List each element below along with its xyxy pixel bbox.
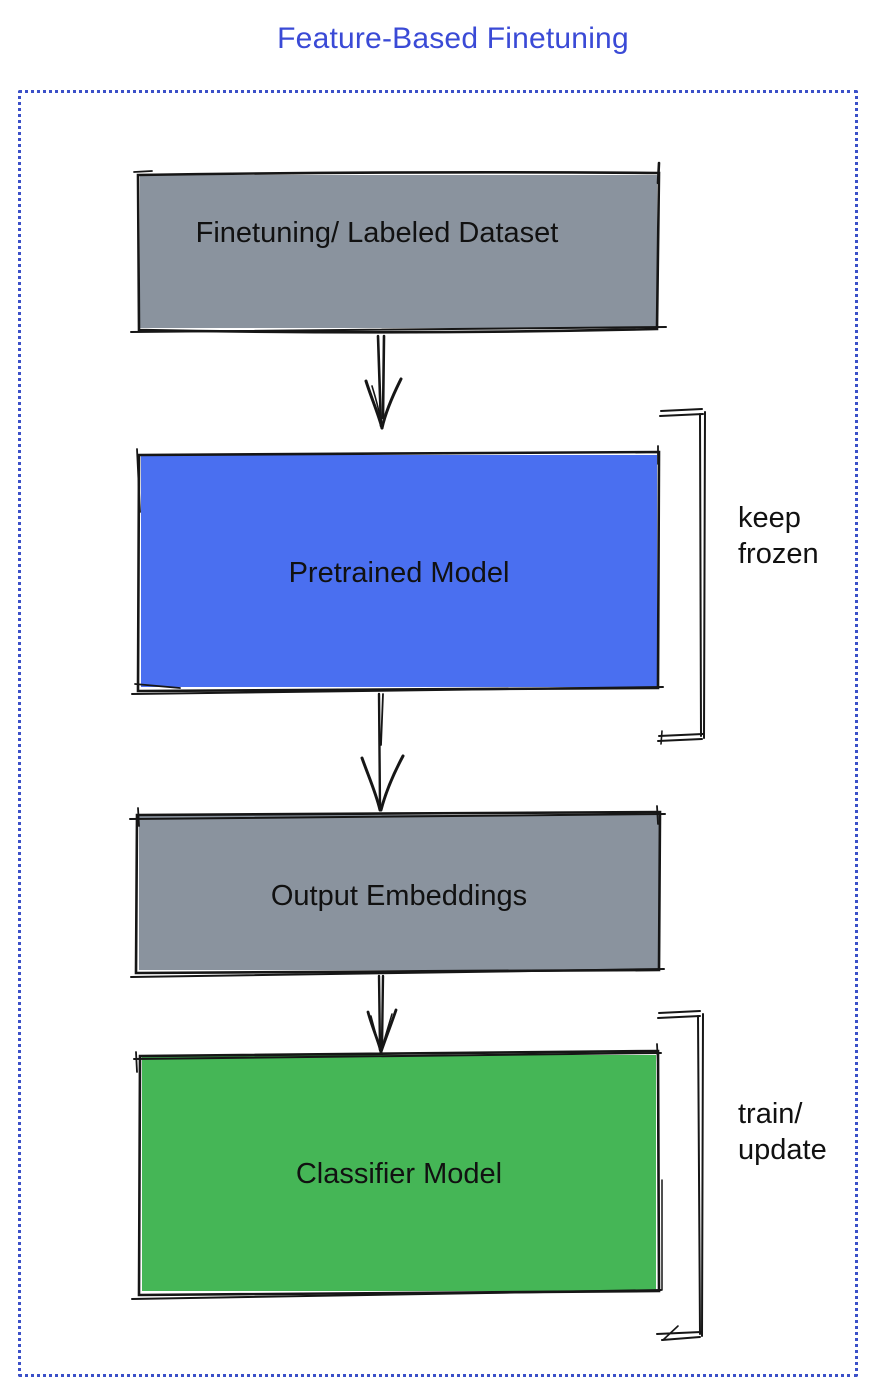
bracket-cap: [657, 738, 703, 742]
bracket-keep-frozen: [657, 408, 706, 745]
arrow-embeddings-to-classifier: [366, 974, 398, 1054]
sketch-accent: [133, 170, 153, 173]
annotation-keep-frozen: keep frozen: [738, 500, 819, 572]
node-fill: [141, 455, 657, 687]
node-outline: [136, 171, 661, 334]
annotation-line: frozen: [738, 538, 819, 570]
annotation-line: keep: [738, 502, 801, 534]
dotted-border-frame: [18, 90, 858, 1377]
page-title: Feature-Based Finetuning: [277, 22, 629, 55]
bracket-cap: [658, 1010, 701, 1014]
bracket-cap: [660, 408, 703, 412]
arrow-shaft: [381, 334, 386, 420]
arrow-shaft: [380, 974, 385, 1050]
arrow-shaft: [377, 692, 382, 810]
bracket-vertical: [701, 1013, 704, 1337]
node-fill: [142, 1055, 656, 1291]
arrow-head: [371, 385, 383, 428]
annotation-line: train/: [738, 1098, 803, 1130]
sketch-accent: [656, 161, 661, 185]
bracket-train-update: [656, 1010, 704, 1341]
bracket-vertical: [697, 1015, 701, 1335]
arrow-shaft: [376, 334, 383, 428]
sketch-accent: [137, 807, 140, 827]
arrow-shaft: [377, 974, 382, 1052]
annotation-line: update: [738, 1134, 827, 1166]
node-label-finetuning-dataset: Finetuning/ Labeled Dataset: [195, 217, 559, 249]
bracket-vertical: [699, 413, 702, 737]
arrow-head: [360, 756, 382, 812]
node-box-output-embeddings: [129, 805, 666, 978]
sketch-accent: [135, 1051, 138, 1073]
bracket-cap: [661, 1336, 701, 1341]
node-fill: [140, 175, 657, 328]
bracket-vertical: [703, 411, 706, 739]
sketch-accent: [131, 686, 664, 695]
bracket-cap: [662, 1325, 679, 1341]
node-label-pretrained-model: Pretrained Model: [288, 557, 510, 589]
arrow-shaft: [380, 693, 384, 746]
sketch-accent: [130, 326, 667, 333]
sketch-accent: [129, 813, 666, 820]
sketch-accent: [134, 683, 181, 689]
sketch-accent: [136, 448, 141, 513]
sketch-accent: [130, 968, 665, 978]
bracket-cap: [660, 730, 663, 745]
node-fill: [139, 815, 659, 970]
sketch-accent: [131, 1289, 662, 1300]
arrow-head: [370, 1015, 381, 1052]
node-box-finetuning-dataset: [130, 161, 667, 334]
node-label-output-embeddings: Output Embeddings: [270, 880, 528, 912]
arrow-head: [380, 377, 403, 430]
arrow-pretrained-to-embeddings: [360, 692, 405, 812]
bracket-cap: [657, 1015, 701, 1019]
node-box-pretrained-model: [131, 445, 664, 695]
bracket-cap: [658, 733, 704, 737]
arrow-head: [380, 1013, 393, 1052]
sketch-accent: [656, 1043, 659, 1065]
arrow-dataset-to-pretrained: [364, 334, 403, 430]
arrow-head: [379, 754, 405, 812]
node-box-classifier-model: [131, 1043, 663, 1300]
annotation-train-update: train/ update: [738, 1096, 827, 1168]
bracket-cap: [656, 1331, 702, 1335]
sketch-accent: [133, 1052, 662, 1060]
bracket-cap: [659, 413, 704, 417]
sketch-accent: [656, 805, 659, 825]
node-label-classifier-model: Classifier Model: [295, 1158, 503, 1190]
